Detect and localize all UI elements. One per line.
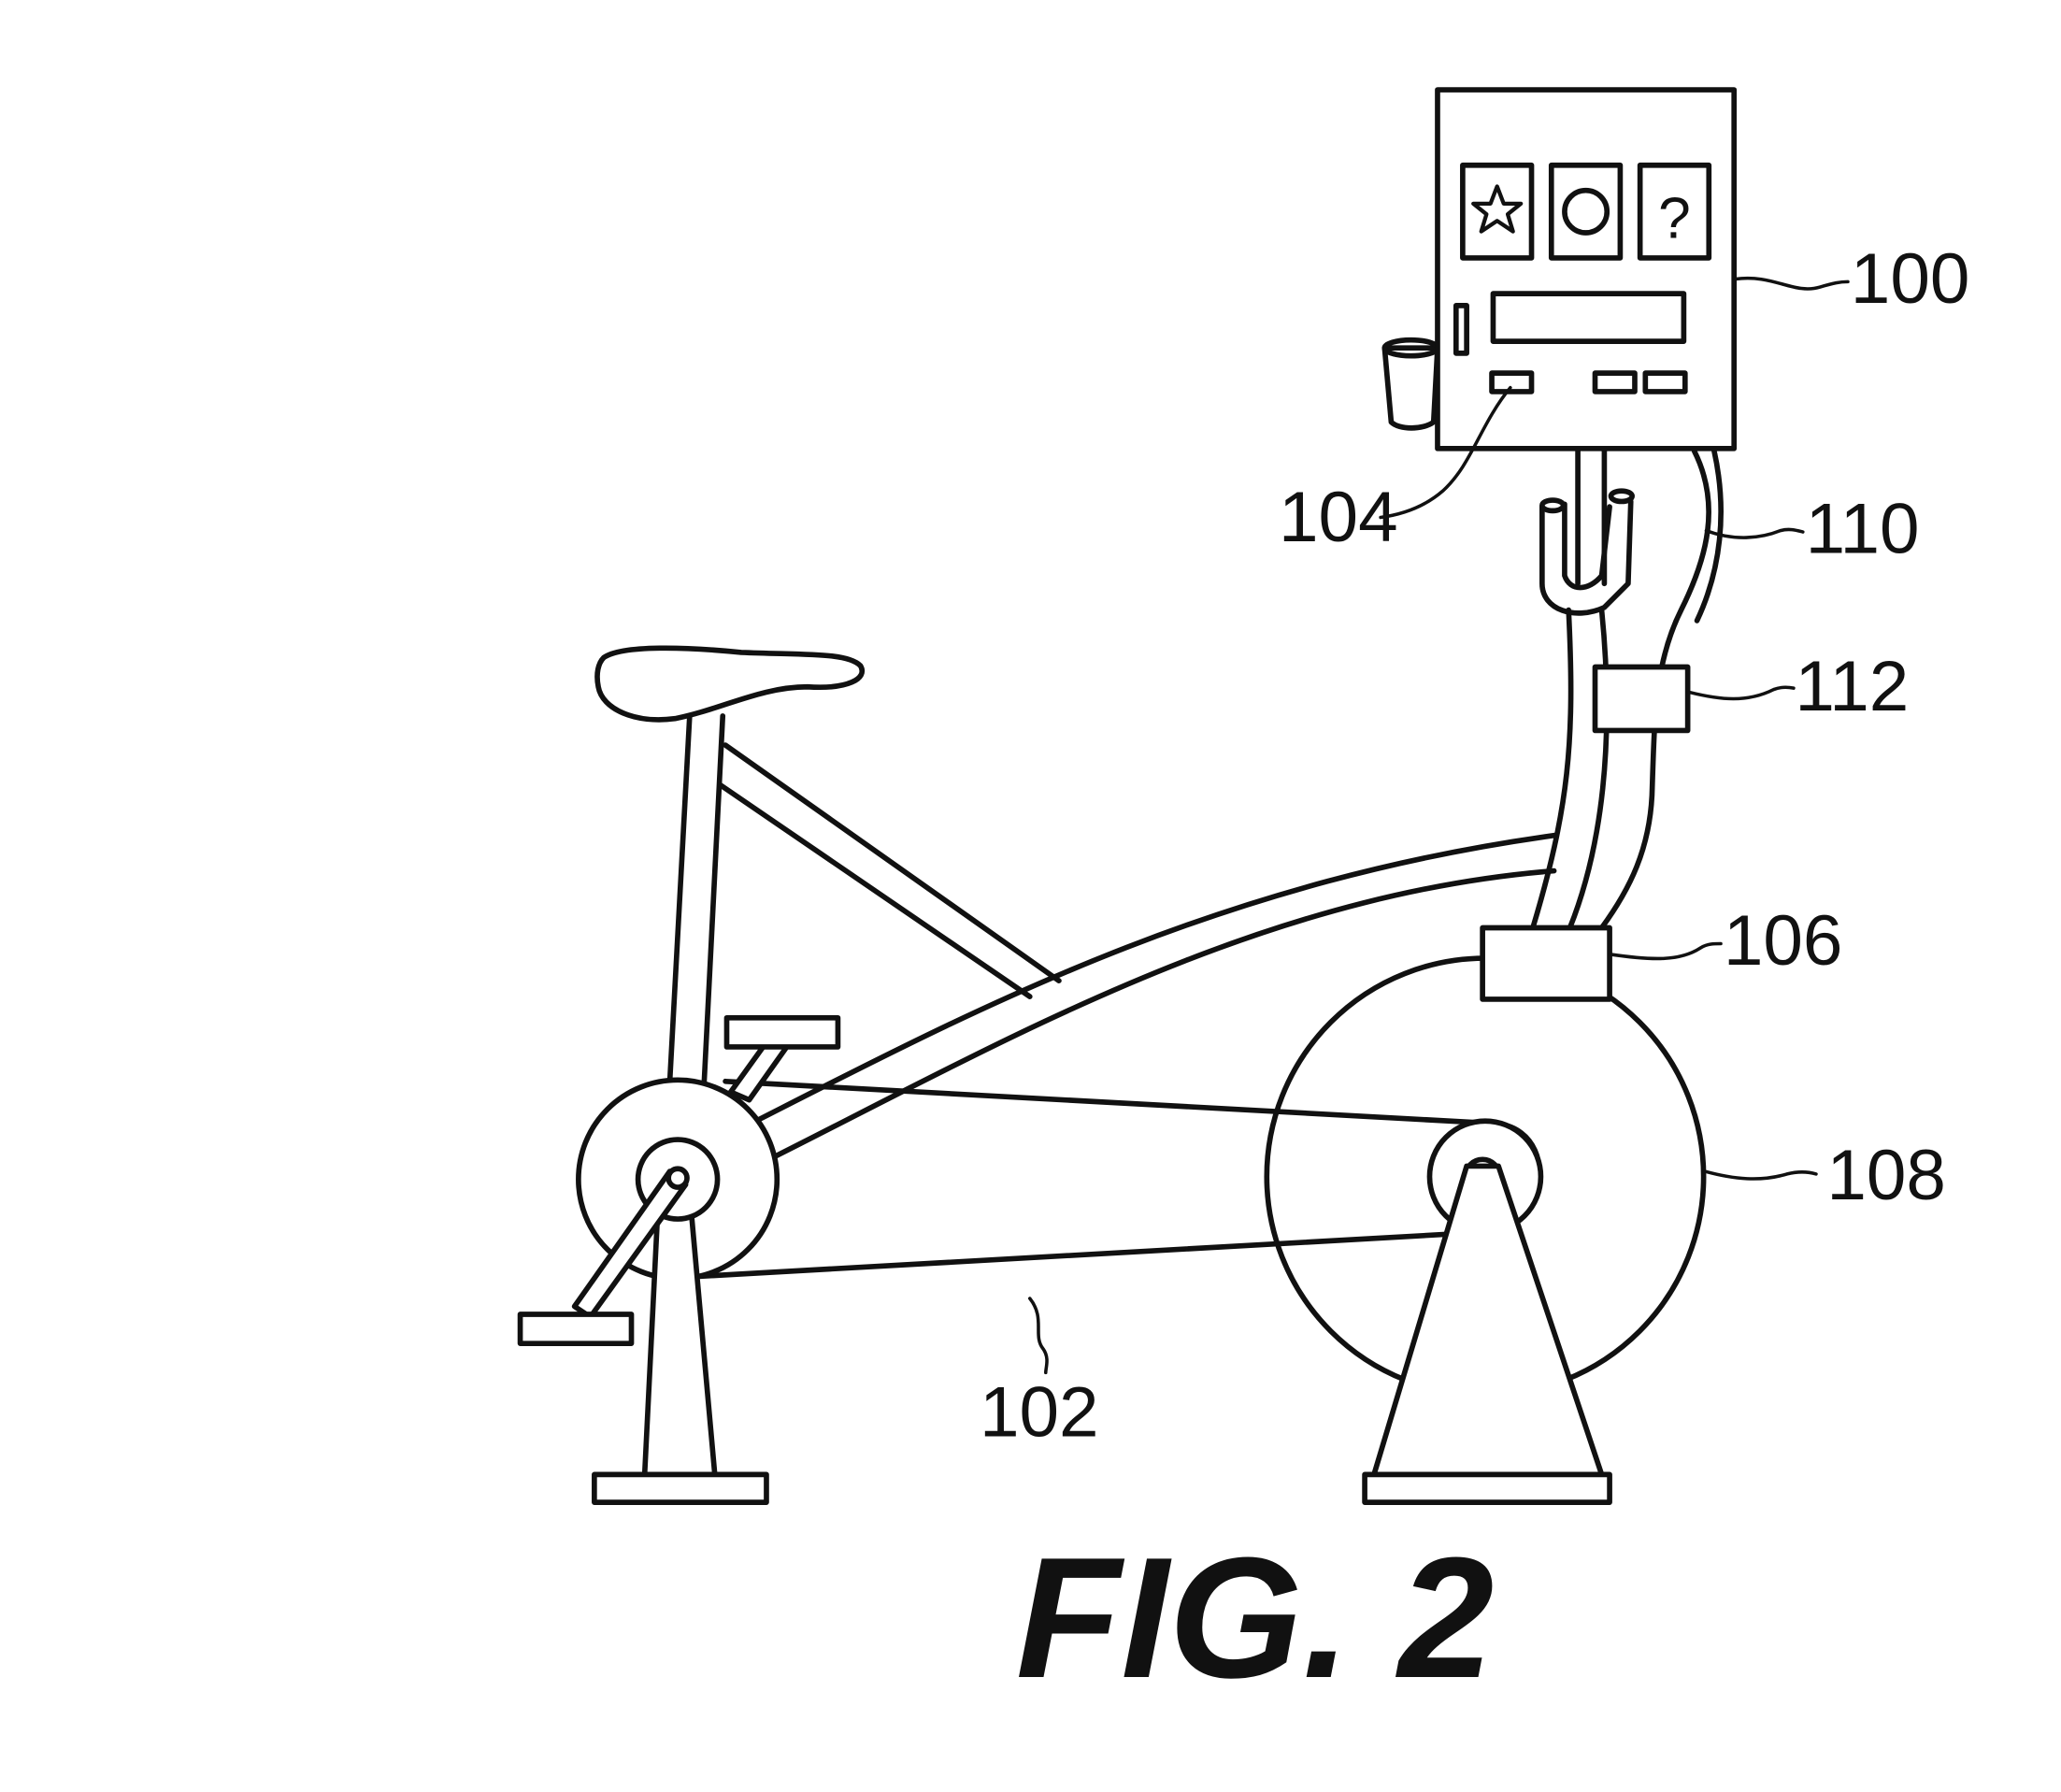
crank-assembly: [517, 1014, 841, 1505]
reel-window-3: [1637, 162, 1712, 261]
coin-slot: [1453, 303, 1469, 356]
leader-lines: [1028, 276, 1850, 1375]
display-panel: [1490, 291, 1687, 344]
pedal-rear: [723, 1014, 841, 1050]
saddle: [594, 645, 865, 723]
label-108: 108: [1826, 1136, 1946, 1215]
rear-hub-assembly: [1362, 1118, 1612, 1505]
sensor-unit: [1480, 925, 1612, 1002]
label-102: 102: [980, 1372, 1099, 1452]
star-icon: [1471, 184, 1524, 234]
reel-window-1: [1460, 162, 1535, 261]
console-housing: [1435, 87, 1738, 452]
front-base: [592, 1471, 769, 1505]
button-right-1: [1592, 370, 1638, 394]
console: ?: [1381, 87, 1738, 452]
label-106: 106: [1724, 901, 1843, 981]
label-110: 110: [1806, 490, 1920, 569]
cup-holder: [1381, 345, 1440, 431]
circle-icon: [1562, 187, 1610, 236]
button-104: [1489, 370, 1535, 394]
question-mark-symbol: ?: [1658, 187, 1691, 251]
label-100: 100: [1851, 239, 1970, 319]
figure-label: FIG. 2: [1016, 1522, 1494, 1714]
label-104: 104: [1279, 478, 1398, 557]
pedal-front: [517, 1312, 635, 1347]
button-right-2: [1642, 370, 1688, 394]
reel-window-2: [1548, 162, 1624, 261]
cable-clip: [1592, 664, 1691, 734]
rear-base: [1362, 1471, 1612, 1505]
label-112: 112: [1795, 647, 1909, 726]
